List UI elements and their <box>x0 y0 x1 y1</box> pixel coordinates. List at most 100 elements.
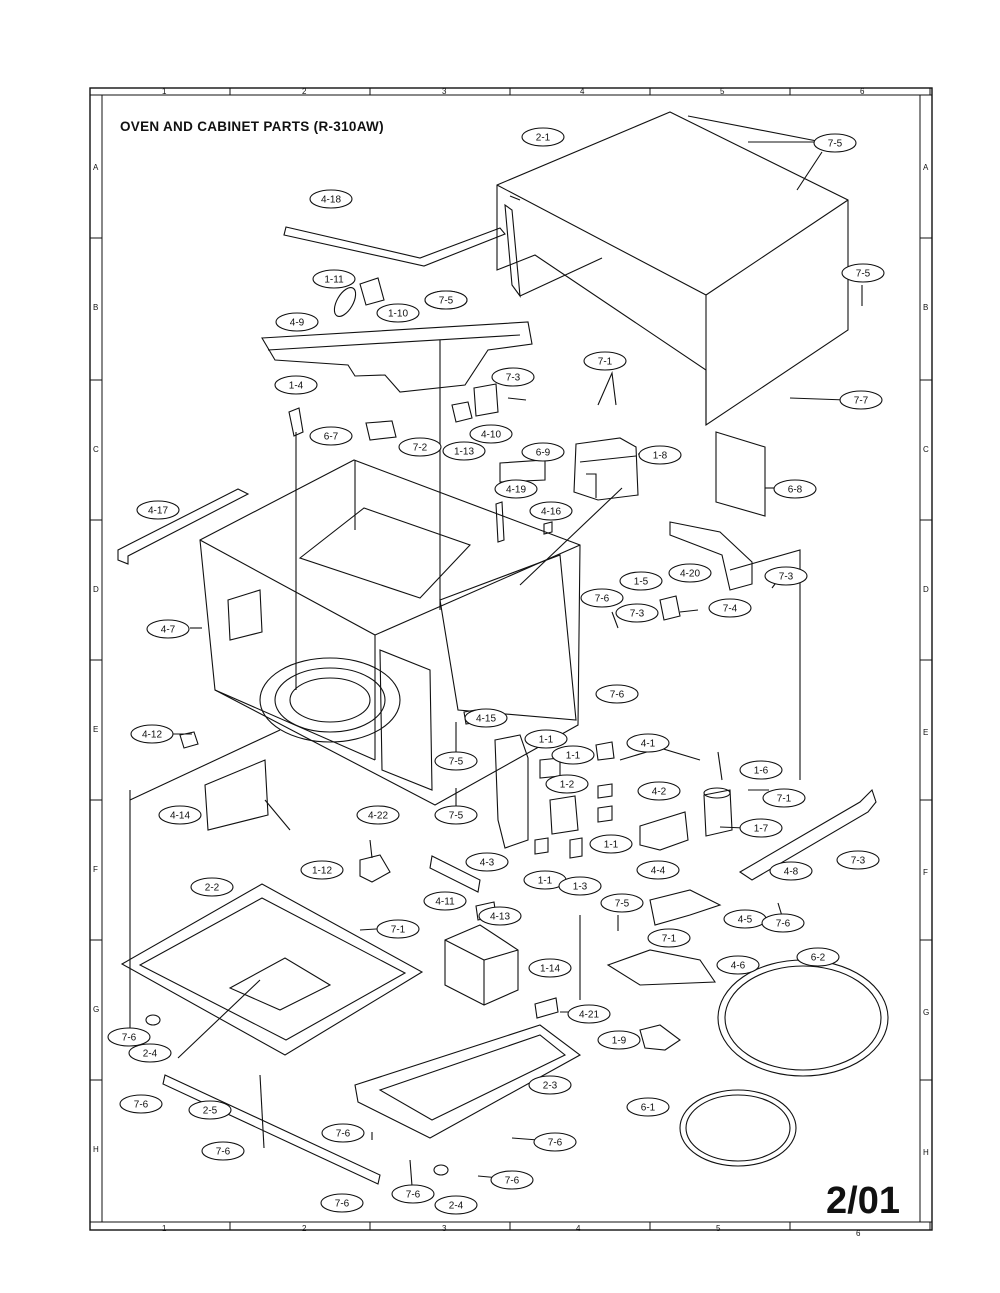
callout-6-9: 6-9 <box>521 442 565 462</box>
diode-1-6 <box>717 751 723 781</box>
cover-4-14 <box>204 759 269 831</box>
callout-2-2: 2-2 <box>190 877 234 897</box>
grid-text: 1 2 3 4 5 6 1 2 3 4 5 6 A B C D E F G H … <box>93 87 929 1238</box>
col-6-top: 6 <box>860 87 865 96</box>
callout-oval <box>490 1170 534 1190</box>
callout-text: 1-6 <box>754 766 769 777</box>
callout-text: 4-4 <box>651 866 666 877</box>
callout-text: 6-7 <box>324 432 339 443</box>
callout-oval <box>529 501 573 521</box>
tube-4-18 <box>283 226 506 267</box>
callout-text: 7-1 <box>391 925 406 936</box>
callout-oval <box>275 312 319 332</box>
callout-4-18: 4-18 <box>309 189 353 209</box>
callout-oval <box>708 598 752 618</box>
callout-text: 4-22 <box>368 811 388 822</box>
callout-4-12: 4-12 <box>130 724 174 744</box>
thermal-1-13 <box>451 401 473 423</box>
callout-text: 1-12 <box>312 866 332 877</box>
callout-oval <box>424 290 468 310</box>
callout-7-5: 7-5 <box>813 133 857 153</box>
callout-text: 2-2 <box>205 883 220 894</box>
callout-text: 1-9 <box>612 1036 627 1047</box>
callout-text: 4-15 <box>476 714 496 725</box>
callout-1-5: 1-5 <box>619 571 663 591</box>
callout-text: 7-5 <box>828 139 843 150</box>
callout-oval <box>551 745 595 765</box>
row-a-right: A <box>923 163 929 172</box>
callout-oval <box>589 834 633 854</box>
callout-4-7: 4-7 <box>146 619 190 639</box>
magnetron-1-8 <box>573 437 639 501</box>
callout-7-6: 7-6 <box>320 1193 364 1213</box>
callout-1-4: 1-4 <box>274 375 318 395</box>
callout-text: 1-14 <box>540 964 560 975</box>
callout-1-1: 1-1 <box>524 729 568 749</box>
chassis-2-3 <box>354 1024 582 1139</box>
callout-oval <box>274 375 318 395</box>
callout-text: 7-4 <box>723 604 738 615</box>
callout-oval <box>615 603 659 623</box>
row-e-left: E <box>93 725 98 734</box>
callout-text: 7-6 <box>776 919 791 930</box>
callout-7-5: 7-5 <box>841 263 885 283</box>
col-6-bottom: 6 <box>856 1229 861 1238</box>
callout-text: 1-1 <box>538 876 553 887</box>
callout-text: 7-6 <box>122 1033 137 1044</box>
callout-oval <box>668 563 712 583</box>
callout-7-3: 7-3 <box>615 603 659 623</box>
callout-4-5: 4-5 <box>723 909 767 929</box>
callout-text: 6-1 <box>641 1103 656 1114</box>
sheet-6-7 <box>365 420 397 441</box>
callout-oval <box>119 1094 163 1114</box>
callout-7-6: 7-6 <box>595 684 639 704</box>
callout-oval <box>762 788 806 808</box>
callout-7-6: 7-6 <box>761 913 805 933</box>
callout-text: 4-20 <box>680 569 700 580</box>
callout-oval <box>201 1141 245 1161</box>
callout-oval <box>647 928 691 948</box>
callout-text: 1-1 <box>604 840 619 851</box>
callout-text: 1-10 <box>388 309 408 320</box>
callout-text: 1-1 <box>539 735 554 746</box>
col-3-top: 3 <box>442 87 447 96</box>
callout-7-6: 7-6 <box>391 1184 435 1204</box>
callout-oval <box>626 733 670 753</box>
bracket-4-10 <box>473 383 499 417</box>
callout-labels: 2-17-57-57-54-181-111-107-54-97-31-46-77… <box>107 127 885 1215</box>
row-c-right: C <box>923 445 929 454</box>
callout-1-3: 1-3 <box>558 876 602 896</box>
sheet-6-8 <box>715 431 766 517</box>
callout-1-10: 1-10 <box>376 303 420 323</box>
callout-oval <box>300 860 344 880</box>
callout-text: 4-12 <box>142 730 162 741</box>
callout-7-6: 7-6 <box>107 1027 151 1047</box>
callout-7-3: 7-3 <box>836 850 880 870</box>
bracket-4-8 <box>738 788 877 881</box>
callout-text: 7-3 <box>630 609 645 620</box>
callout-text: 7-6 <box>134 1100 149 1111</box>
callout-oval <box>739 818 783 838</box>
callout-oval <box>524 729 568 749</box>
callout-oval <box>836 850 880 870</box>
roller-ring-6-1 <box>679 1089 797 1167</box>
callout-4-10: 4-10 <box>469 424 513 444</box>
callout-oval <box>528 1075 572 1095</box>
callout-1-14: 1-14 <box>528 958 572 978</box>
callout-oval <box>567 1004 611 1024</box>
callout-7-6: 7-6 <box>490 1170 534 1190</box>
callout-text: 7-7 <box>854 396 869 407</box>
row-d-right: D <box>923 585 929 594</box>
bracket-4-4 <box>639 811 689 851</box>
callout-text: 7-6 <box>336 1129 351 1140</box>
callout-text: 4-19 <box>506 485 526 496</box>
callout-7-1: 7-1 <box>583 351 627 371</box>
callout-text: 7-6 <box>406 1190 421 1201</box>
callout-6-8: 6-8 <box>773 479 817 499</box>
callout-text: 6-9 <box>536 448 551 459</box>
callout-oval <box>442 441 486 461</box>
callout-text: 4-7 <box>161 625 176 636</box>
col-1-top: 1 <box>162 87 167 96</box>
